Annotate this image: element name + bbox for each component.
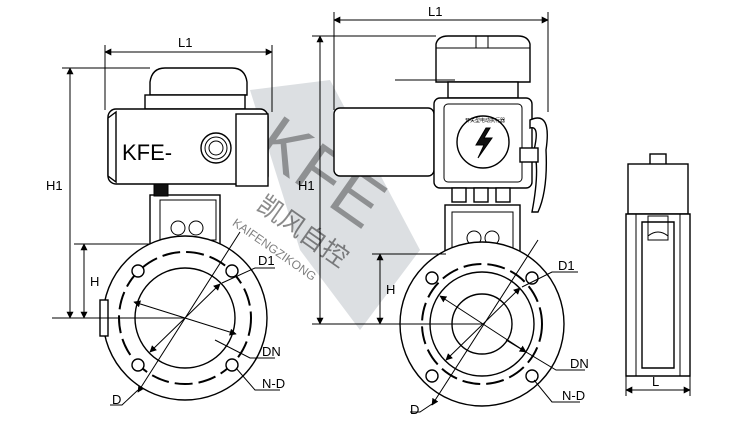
side-l-label: L (652, 374, 659, 389)
left-d1-label: D1 (258, 253, 275, 268)
middle-cable-gland (473, 187, 489, 203)
side-neck-curve (647, 231, 669, 237)
middle-d-leader (410, 403, 433, 413)
left-bracket-bolt (153, 183, 169, 197)
middle-cover-neck (447, 81, 519, 99)
middle-bolt-hole (425, 369, 439, 383)
left-dn-leader (214, 339, 275, 359)
middle-handwheel (529, 117, 548, 213)
side-disc (641, 221, 675, 369)
middle-cable-gland (495, 187, 511, 203)
side-neck (647, 215, 669, 241)
middle-actuator-cover (435, 35, 531, 83)
lightning-icon (475, 127, 493, 159)
left-nd-leader (235, 367, 280, 391)
left-actuator-neck (144, 94, 246, 110)
actuator-badge: 开关型电动执行器 (465, 117, 505, 124)
brand-label: KFE- (122, 140, 172, 165)
left-bolt-hole (225, 358, 239, 372)
middle-gearbox-panel (443, 103, 523, 183)
left-h1-label: H1 (46, 178, 63, 193)
left-coupling-b (188, 220, 204, 236)
left-bolt-hole (131, 358, 145, 372)
middle-bolt-hole (425, 271, 439, 285)
middle-cable-gland (451, 187, 467, 203)
middle-flange-bolt-circle (421, 263, 543, 385)
middle-l1-label: L1 (428, 4, 442, 19)
middle-motor (333, 107, 435, 177)
left-actuator-edge (107, 110, 117, 184)
left-bolt-hole (225, 264, 239, 278)
middle-view: 开关型电动执行器 D1 DN N-D D (298, 4, 589, 417)
left-actuator-side-block (235, 113, 269, 187)
middle-d1-label: D1 (558, 258, 575, 273)
left-d-label: D (112, 392, 121, 407)
middle-dn-label: DN (570, 356, 589, 371)
middle-nd-leader (533, 379, 580, 403)
middle-d1-line (445, 287, 521, 361)
left-actuator-cover (149, 67, 248, 96)
left-h-label: H (90, 274, 99, 289)
left-coupling-a (170, 220, 186, 236)
middle-h-label: H (386, 282, 395, 297)
side-body-edges (635, 214, 681, 376)
middle-nd-label: N-D (562, 388, 585, 403)
side-view: L (625, 153, 691, 396)
middle-handwheel-hub (519, 147, 539, 163)
middle-dn-leader (505, 339, 585, 371)
left-dn-label: DN (262, 344, 281, 359)
side-top-plate (627, 163, 689, 215)
middle-d1-leader (521, 271, 578, 288)
left-handwheel-center (208, 140, 224, 156)
left-d-leader (110, 389, 139, 406)
left-handwheel-ring (204, 136, 228, 160)
left-bolt-hole (131, 264, 145, 278)
left-nd-label: N-D (262, 376, 285, 391)
middle-h1-label: H1 (298, 178, 315, 193)
left-d1-leader (221, 267, 275, 284)
left-view: KFE- D1 DN N-D D L1 (46, 35, 285, 407)
left-l1-label: L1 (178, 35, 192, 50)
middle-d-label: D (410, 402, 419, 417)
middle-bolt-hole (525, 369, 539, 383)
